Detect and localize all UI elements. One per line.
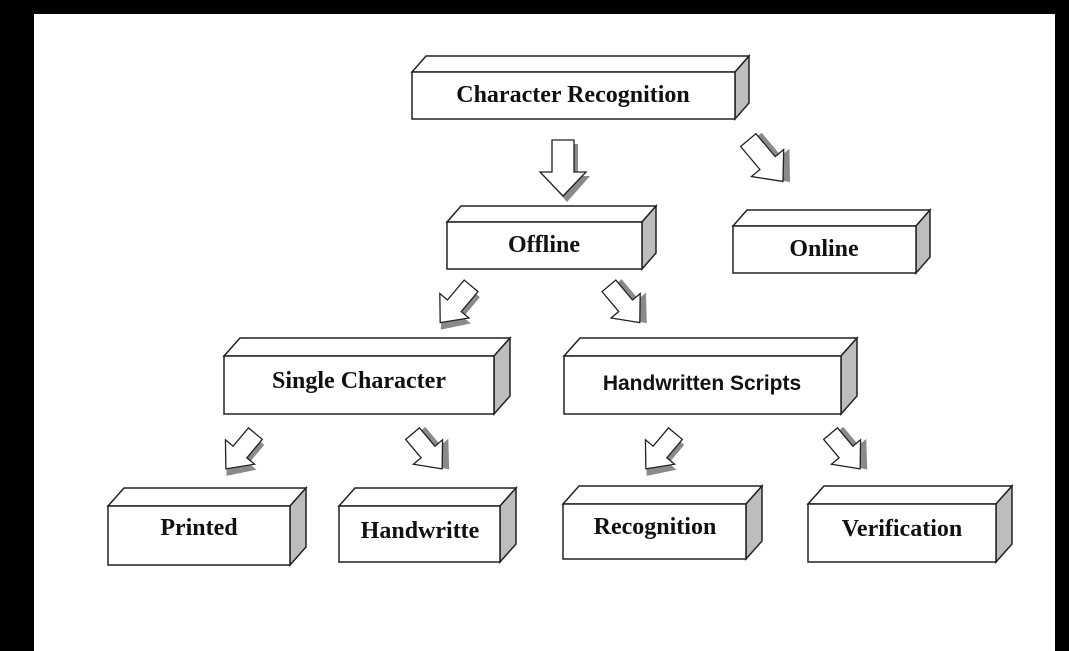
arrow-handwritten-scripts-to-verification [822,426,868,470]
node-label-printed: Printed [160,515,238,541]
node-single-character: Single Character [222,336,512,416]
node-recognition: Recognition [561,484,764,561]
arrow-handwritten-scripts-to-recognition [644,426,685,476]
arrow-single-character-to-printed [224,426,265,476]
node-label-recognition: Recognition [594,514,717,540]
arrow-root-to-offline [538,139,590,202]
arrow-offline-to-single-character [439,279,480,330]
node-label-handwritte: Handwritte [361,518,480,544]
node-label-offline: Offline [508,232,580,258]
node-character-recognition: Character Recognition [410,54,751,121]
node-label-single-character: Single Character [272,368,446,394]
node-label-character-recognition: Character Recognition [456,82,690,108]
node-label-online: Online [789,236,859,262]
arrow-single-character-to-handwritte [404,426,450,470]
frame-border-right [1055,0,1069,651]
node-printed: Printed [106,486,308,567]
arrow-offline-to-handwritten-scripts [601,279,647,324]
node-online: Online [731,208,932,275]
frame-border-left [0,0,34,651]
node-handwritte: Handwritte [337,486,518,564]
arrow-root-to-online [739,132,791,183]
node-offline: Offline [445,204,658,271]
node-label-verification: Verification [842,516,962,542]
node-verification: Verification [806,484,1014,564]
node-label-handwritten-scripts: Handwritten Scripts [603,372,801,395]
frame-border-top [0,0,1069,14]
node-handwritten-scripts: Handwritten Scripts [562,336,859,416]
